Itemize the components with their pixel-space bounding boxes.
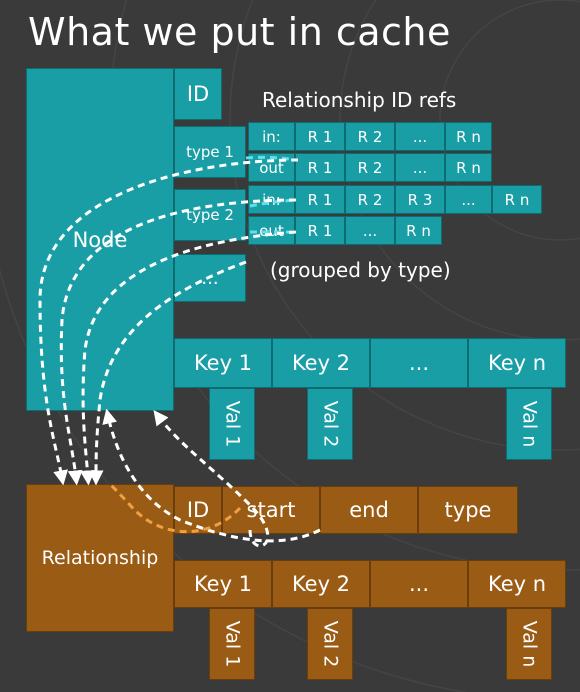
node-val-cell: Val n bbox=[506, 388, 552, 460]
node-label: Node bbox=[72, 227, 128, 252]
relationship-key-cell: Key 2 bbox=[272, 560, 370, 608]
type1-out-ref: ... bbox=[395, 153, 445, 182]
val-label: Val 1 bbox=[221, 620, 244, 668]
ref-label: ... bbox=[362, 221, 378, 240]
ref-label: R 2 bbox=[357, 158, 383, 177]
node-id-label: ID bbox=[186, 82, 210, 106]
node-val-cell: Val 2 bbox=[307, 388, 353, 460]
ref-label: R n bbox=[456, 127, 481, 146]
type1-out-ref: R 2 bbox=[345, 153, 395, 182]
key-label: Key 1 bbox=[193, 572, 253, 596]
ref-label: R 1 bbox=[307, 127, 333, 146]
val-label: Val 1 bbox=[221, 400, 244, 448]
type2-out-label: out bbox=[259, 221, 284, 240]
ref-label: ... bbox=[412, 127, 428, 146]
more-types-cell: ... bbox=[174, 254, 246, 302]
relationship-val-cell: Val 2 bbox=[307, 608, 353, 680]
ref-label: R 2 bbox=[357, 127, 383, 146]
type1-out-label-cell: out bbox=[248, 153, 295, 182]
type2-out-ref: ... bbox=[345, 216, 395, 245]
type1-in-ref: ... bbox=[395, 122, 445, 151]
relationship-key-cell: Key n bbox=[468, 560, 566, 608]
ref-label: R n bbox=[456, 158, 481, 177]
field-label: type bbox=[444, 498, 492, 522]
key-label: Key 1 bbox=[193, 351, 253, 375]
more-types-label: ... bbox=[201, 267, 219, 289]
val-label: Val 2 bbox=[319, 620, 342, 668]
relationship-val-cell: Val 1 bbox=[209, 608, 255, 680]
key-label: ... bbox=[408, 572, 430, 596]
ref-label: R 1 bbox=[307, 221, 333, 240]
ref-label: ... bbox=[412, 158, 428, 177]
type1-out-ref: R n bbox=[445, 153, 492, 182]
type2-in-ref: ... bbox=[445, 185, 492, 214]
node-key-cell: Key 2 bbox=[272, 338, 370, 388]
node-box: Node bbox=[26, 68, 174, 411]
relationship-refs-label: Relationship ID refs bbox=[262, 88, 457, 112]
type1-in-ref: R n bbox=[445, 122, 492, 151]
relationship-field-type: type bbox=[418, 486, 518, 534]
ref-label: R 1 bbox=[307, 190, 333, 209]
type2-in-ref: R 1 bbox=[295, 185, 345, 214]
type2-label: type 2 bbox=[186, 206, 234, 224]
type1-label: type 1 bbox=[186, 143, 234, 161]
type1-in-label-cell: in: bbox=[248, 122, 295, 151]
type2-in-ref: R 2 bbox=[345, 185, 395, 214]
type1-in-ref: R 2 bbox=[345, 122, 395, 151]
type2-cell: type 2 bbox=[174, 189, 246, 241]
ref-label: ... bbox=[461, 190, 476, 209]
field-label: end bbox=[349, 498, 389, 522]
type2-in-ref: R n bbox=[492, 185, 542, 214]
type2-out-ref: R 1 bbox=[295, 216, 345, 245]
type1-out-ref: R 1 bbox=[295, 153, 345, 182]
relationship-val-cell: Val n bbox=[506, 608, 552, 680]
relationship-field-id: ID bbox=[174, 486, 222, 534]
field-label: start bbox=[246, 498, 296, 522]
ref-label: R n bbox=[406, 221, 431, 240]
key-label: Key 2 bbox=[291, 572, 351, 596]
key-label: Key n bbox=[487, 351, 547, 375]
type2-out-label-cell: out bbox=[248, 216, 295, 245]
key-label: ... bbox=[408, 351, 430, 375]
ref-label: R n bbox=[504, 190, 530, 209]
type2-in-label: in: bbox=[262, 190, 281, 209]
val-label: Val 2 bbox=[319, 400, 342, 448]
node-key-cell: Key 1 bbox=[174, 338, 272, 388]
relationship-field-end: end bbox=[320, 486, 418, 534]
relationship-label: Relationship bbox=[41, 547, 159, 569]
node-key-cell: ... bbox=[370, 338, 468, 388]
key-label: Key 2 bbox=[291, 351, 351, 375]
val-label: Val n bbox=[518, 400, 540, 448]
type2-out-ref: R n bbox=[395, 216, 442, 245]
node-id-cell: ID bbox=[174, 68, 222, 120]
type1-in-label: in: bbox=[262, 127, 281, 146]
type1-in-ref: R 1 bbox=[295, 122, 345, 151]
relationship-key-cell: ... bbox=[370, 560, 468, 608]
ref-label: R 3 bbox=[407, 190, 433, 209]
val-label: Val n bbox=[518, 620, 540, 668]
relationship-key-cell: Key 1 bbox=[174, 560, 272, 608]
key-label: Key n bbox=[487, 572, 547, 596]
type2-in-ref: R 3 bbox=[395, 185, 445, 214]
ref-label: R 1 bbox=[307, 158, 333, 177]
field-label: ID bbox=[186, 498, 210, 522]
node-val-cell: Val 1 bbox=[209, 388, 255, 460]
relationship-field-start: start bbox=[222, 486, 320, 534]
page-title: What we put in cache bbox=[28, 10, 451, 54]
grouped-by-type-note: (grouped by type) bbox=[270, 258, 451, 282]
type2-in-label-cell: in: bbox=[248, 185, 295, 214]
relationship-box: Relationship bbox=[26, 484, 174, 632]
ref-label: R 2 bbox=[357, 190, 383, 209]
node-key-cell: Key n bbox=[468, 338, 566, 388]
type1-out-label: out bbox=[259, 158, 284, 177]
type1-cell: type 1 bbox=[174, 126, 246, 178]
